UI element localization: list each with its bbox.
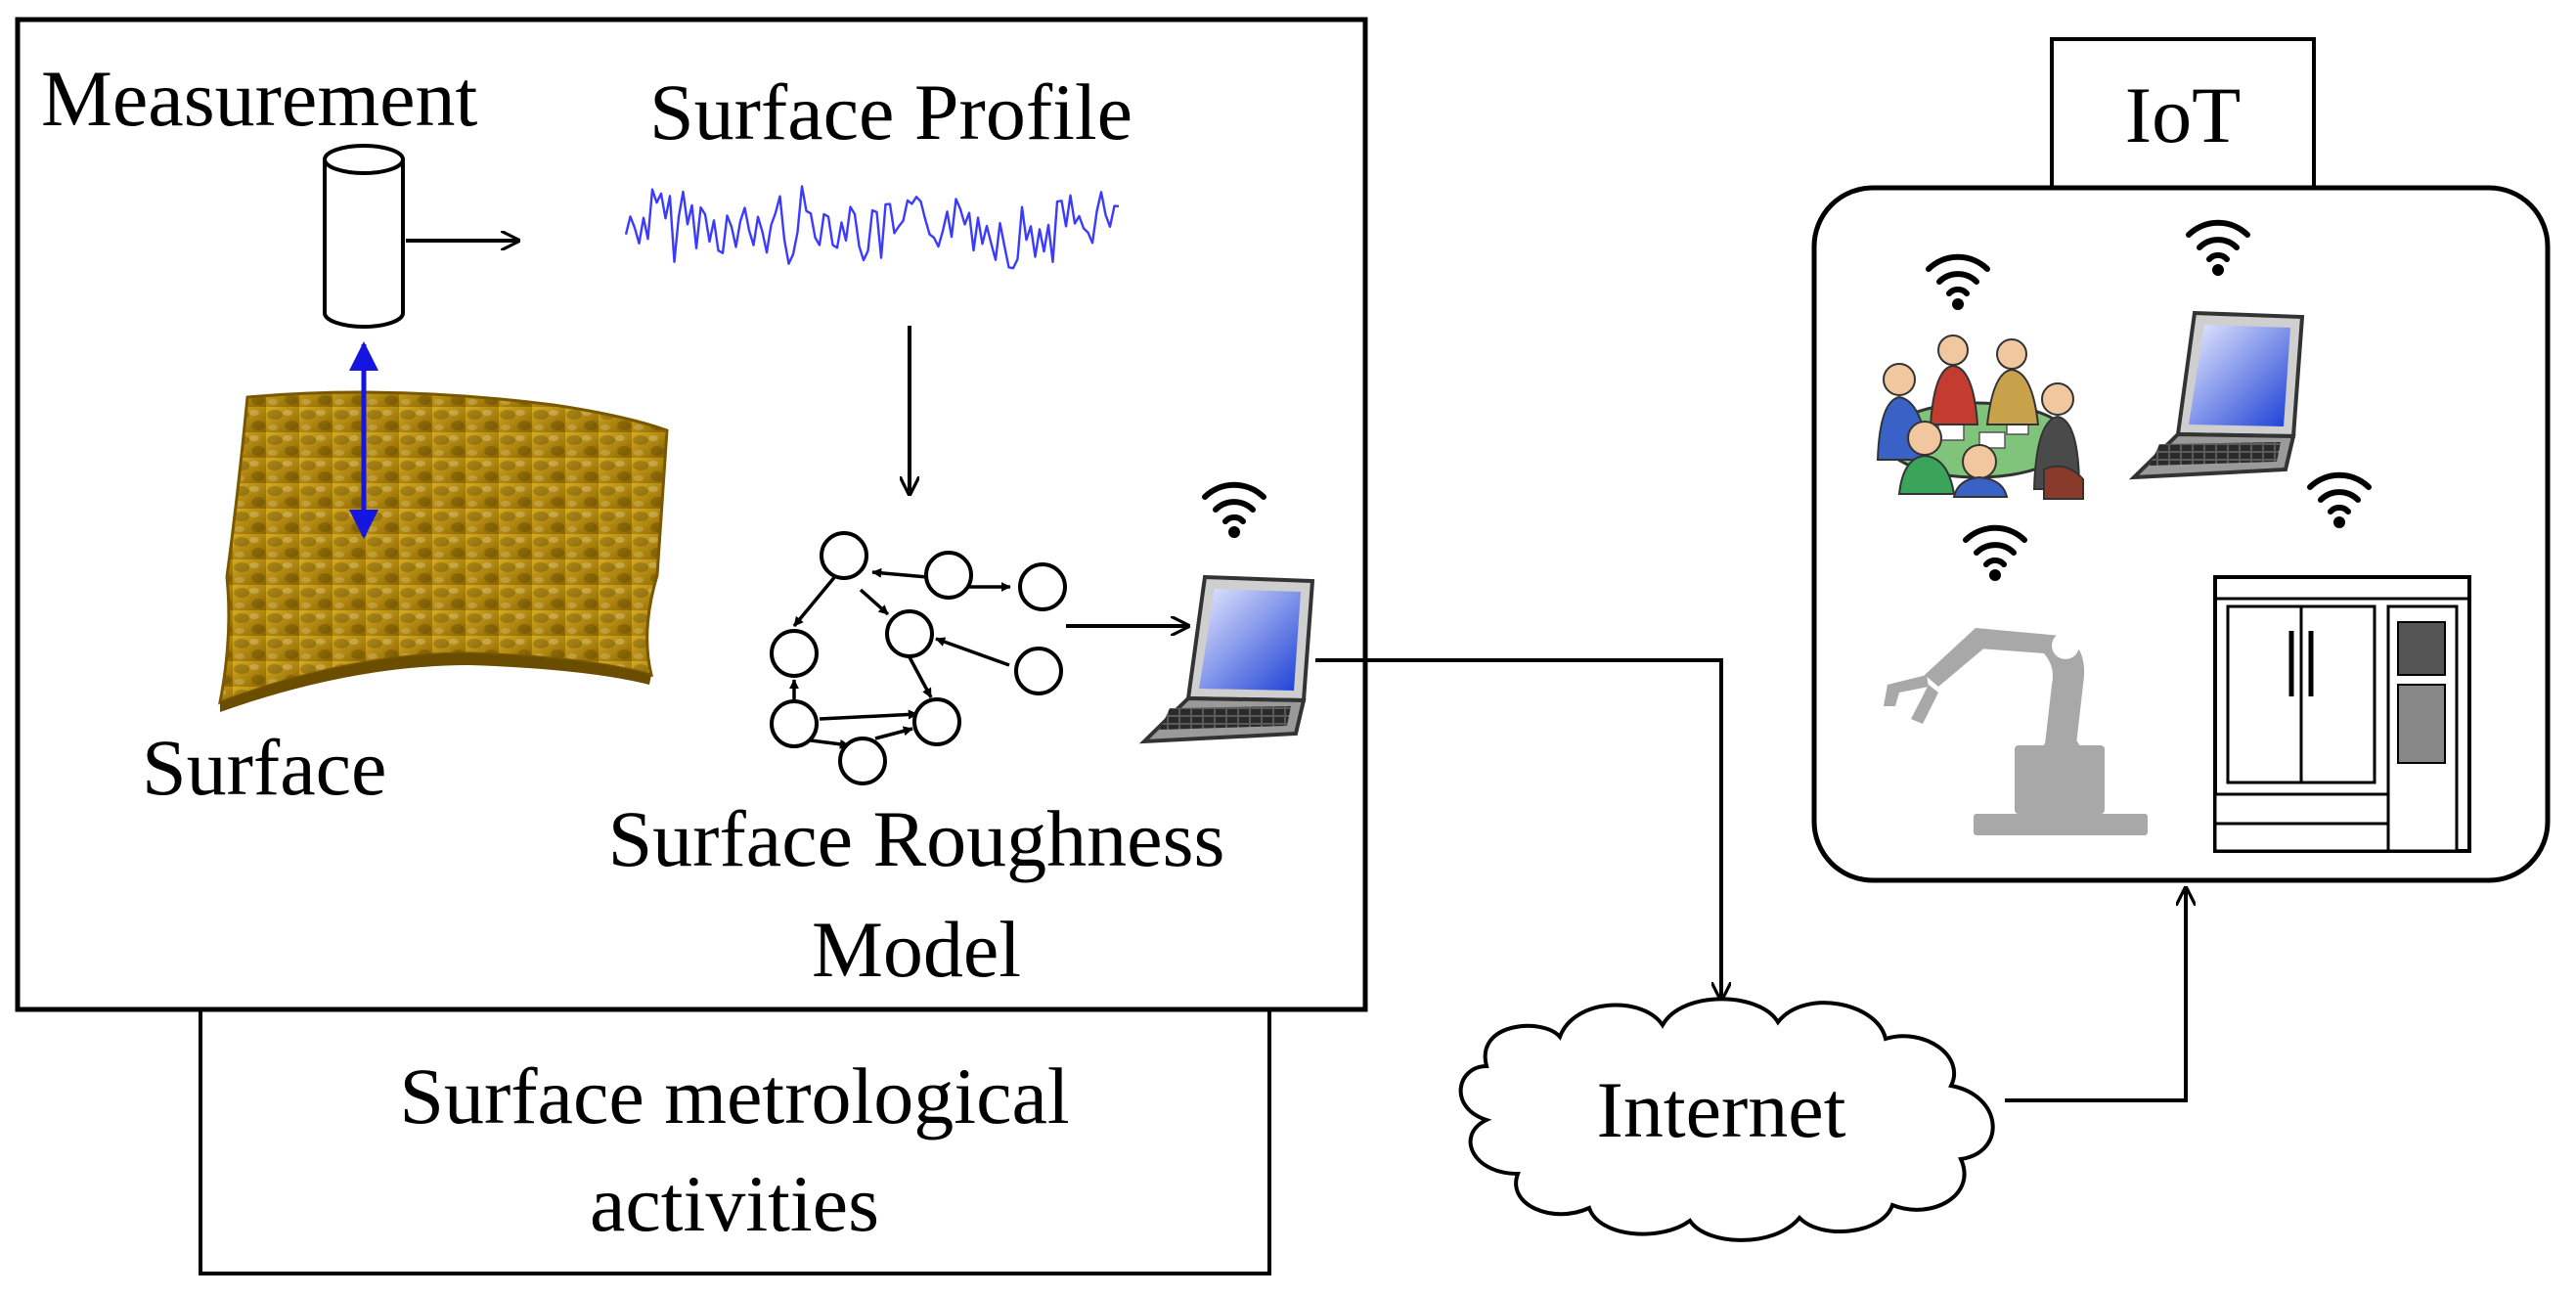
cylinder-sensor-icon: [323, 144, 405, 329]
surface-profile-signal: [624, 185, 1120, 270]
wifi-icon: [1202, 481, 1266, 538]
surface-profile-label: Surface Profile: [649, 67, 1133, 157]
robot-arm-icon: [1884, 628, 2148, 835]
wifi-icon: [1926, 253, 1990, 310]
wifi-icon: [2186, 219, 2250, 276]
activities-label-line2: activities: [590, 1159, 879, 1248]
model-label-line2: Model: [812, 905, 1021, 994]
wifi-icon: [1963, 524, 2027, 581]
wifi-icon: [2307, 471, 2372, 528]
people-meeting-icon: [1876, 335, 2084, 500]
laptop-to-internet-connector: [1315, 658, 1721, 1000]
model-label-line1: Surface Roughness: [608, 794, 1225, 883]
cloud-icon: [1458, 997, 1995, 1242]
laptop-icon: [1138, 574, 1315, 744]
activities-label-line1: Surface metrological: [399, 1051, 1069, 1140]
measurement-label: Measurement: [41, 54, 477, 143]
machine-tool-icon: [2213, 575, 2471, 853]
internet-to-iot-connector: [2005, 888, 2186, 1102]
rough-surface-icon: [218, 390, 669, 712]
surface-label: Surface: [142, 723, 386, 812]
internet-label: Internet: [1597, 1065, 1846, 1154]
activities-caption-box: [199, 1007, 1271, 1275]
iot-label: IoT: [2125, 70, 2241, 159]
laptop-icon: [2128, 310, 2305, 480]
neural-network-icon: [770, 531, 1067, 785]
